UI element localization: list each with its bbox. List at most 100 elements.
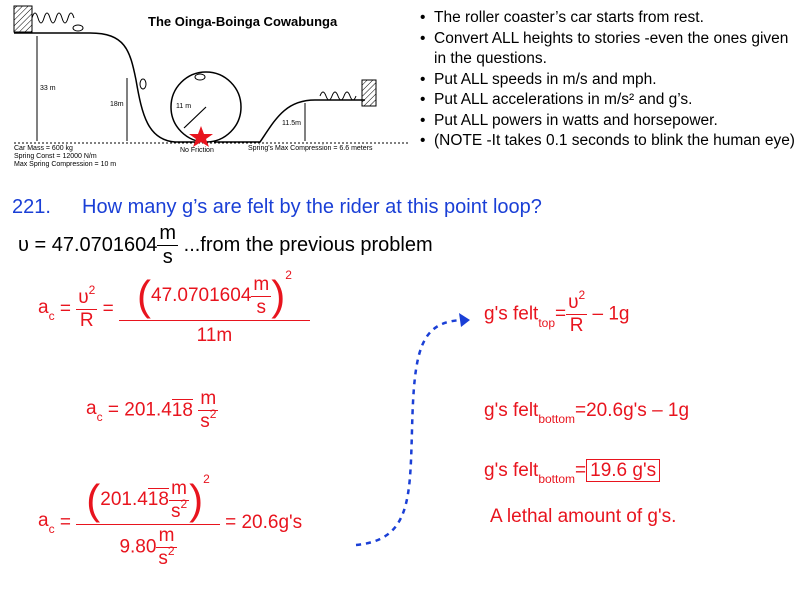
ac-letter: a <box>38 296 49 318</box>
gs-felt-label: g's felt <box>484 400 539 421</box>
loop-radius-label: 11 m <box>176 103 192 110</box>
height-end-label: 11.5m <box>282 120 301 127</box>
instruction-item: Put ALL powers in watts and horsepower. <box>420 111 800 132</box>
fraction-bar <box>157 245 179 246</box>
dashed-arrow <box>355 313 470 547</box>
v-symbol: υ <box>78 287 89 308</box>
roller-coaster-diagram: The Oinga-Boinga Cowabunga 33 m 18m 11 m… <box>0 0 420 180</box>
equals-sign: = <box>59 512 71 534</box>
lethal-note: A lethal amount of g's. <box>490 506 677 527</box>
fraction-bar <box>168 499 190 501</box>
square-exponent: 2 <box>88 283 96 297</box>
fraction-bar <box>76 524 220 525</box>
square-exponent: 2 <box>285 268 292 283</box>
v-squared-over-r: υ2 R <box>76 283 98 332</box>
result-repeating-digits: 18 <box>171 398 193 421</box>
gravity-value: 9.80 <box>119 536 157 558</box>
unit-denominator: s2 <box>198 407 218 433</box>
fraction-bar <box>156 547 177 548</box>
v-symbol: υ <box>568 292 579 313</box>
unit-denominator: s2 <box>169 497 189 523</box>
ac-subscript: c <box>48 308 55 323</box>
bottom-subscript: bottom <box>538 472 576 486</box>
no-friction-label: No Friction <box>180 147 214 154</box>
final-answer-box: 19.6 g's <box>586 459 661 482</box>
equals-sign: = <box>575 460 587 481</box>
square-exponent: 2 <box>209 407 217 421</box>
speed-symbol: υ <box>18 233 29 256</box>
question-text: How many g’s are felt by the rider at th… <box>82 196 542 218</box>
unit-denominator: s2 <box>156 544 176 570</box>
fraction-bar <box>251 295 272 297</box>
gs-felt-label: g's felt <box>484 303 539 325</box>
unit-numerator: m <box>171 477 187 499</box>
ac-symbol: ac <box>86 397 103 424</box>
instruction-item: Put ALL speeds in m/s and mph. <box>420 70 800 91</box>
speed-value: 47.0701604 <box>51 233 158 256</box>
fraction-bar <box>198 410 219 411</box>
height-start-label: 33 m <box>40 85 56 92</box>
unit-numerator: m <box>158 525 175 546</box>
unit-numerator: m <box>253 273 270 295</box>
spring-const-label: Spring Const = 12000 N/m <box>14 153 97 160</box>
gs-felt-bottom-result: g's feltbottom=19.6 g's <box>484 459 661 486</box>
unit-numerator: m <box>159 222 177 244</box>
minus-one-g: – 1g <box>592 303 630 325</box>
fraction-bar <box>566 314 588 315</box>
bottom-subscript: bottom <box>538 412 576 426</box>
height-mid-label: 18m <box>110 101 124 108</box>
square-exponent: 2 <box>167 544 175 558</box>
ac-symbol: ac <box>38 296 55 323</box>
frac-numerator: υ2 <box>76 283 97 309</box>
result-integer: 201.4 <box>100 489 148 511</box>
max-spring-label: Max Spring Compression = 10 m <box>14 161 117 168</box>
instruction-item: (NOTE -It takes 0.1 seconds to blink the… <box>420 131 800 152</box>
fraction-bar <box>76 309 98 310</box>
frac-numerator: υ2 <box>566 288 587 314</box>
car-mass-label: Car Mass = 600 kg <box>14 145 73 152</box>
equals-sign: = <box>28 233 52 256</box>
instruction-item: Put ALL accelerations in m/s² and g’s. <box>420 90 800 111</box>
unit-s: s <box>200 411 210 432</box>
top-subscript: top <box>538 315 556 330</box>
result-repeating-digits: 18 <box>147 488 169 511</box>
unit-denominator: s <box>162 246 173 268</box>
radius-symbol: R <box>569 315 584 336</box>
radius-symbol: R <box>79 310 94 331</box>
equals-sign: = <box>555 303 567 325</box>
diagram-title: The Oinga-Boinga Cowabunga <box>148 14 338 29</box>
instruction-item: Convert ALL heights to stories -even the… <box>420 29 800 70</box>
unit-s: s <box>170 500 181 522</box>
equals-sign: = <box>102 298 114 320</box>
question-number: 221. <box>12 196 51 218</box>
unit-s: s <box>158 548 168 569</box>
equals-sign: = <box>59 298 71 320</box>
previous-problem-note: ...from the previous problem <box>178 233 433 256</box>
square-exponent: 2 <box>203 472 210 487</box>
g-result: = 20.6g's <box>225 512 303 534</box>
result-integer: 201.4 <box>124 399 172 421</box>
ac-letter: a <box>38 510 49 532</box>
unit-numerator: m <box>200 388 217 409</box>
ac-letter: a <box>86 397 97 419</box>
question-line: 221. How many g’s are felt by the rider a… <box>12 196 542 219</box>
bottom-calculation: =20.6g's – 1g <box>575 400 690 421</box>
unit-denominator: s <box>256 296 267 318</box>
ac-subscript: c <box>48 522 55 537</box>
